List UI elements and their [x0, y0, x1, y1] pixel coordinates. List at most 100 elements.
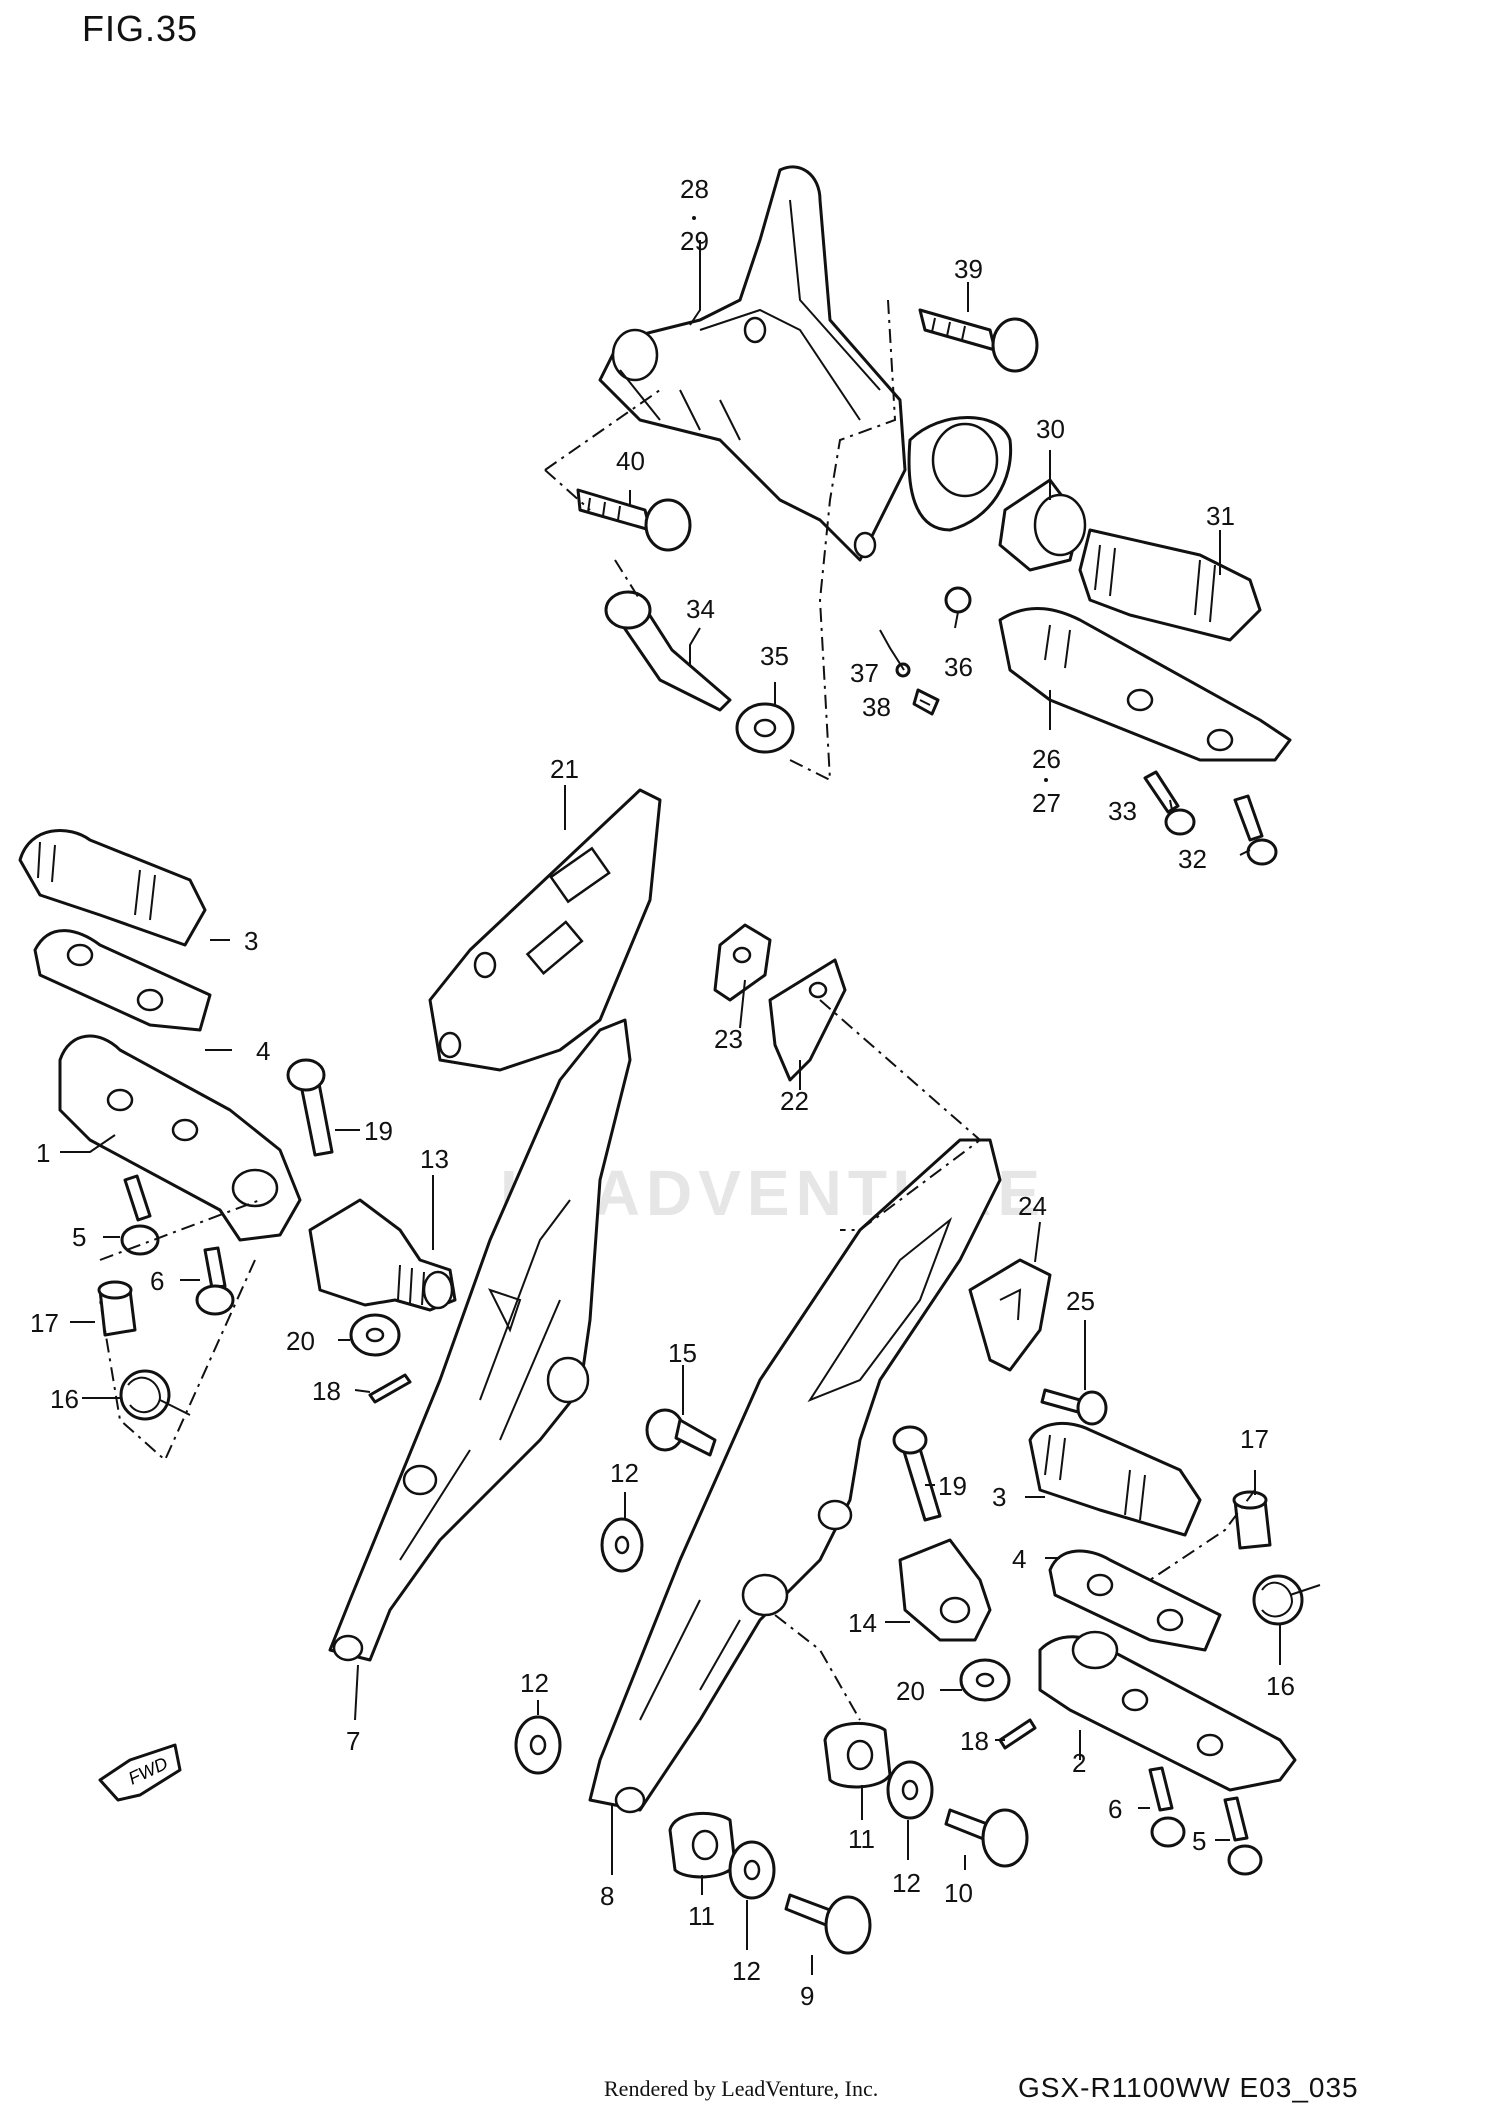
bolt-10	[944, 1808, 1029, 1868]
callout-32: 32	[1178, 844, 1207, 874]
bolt-15	[645, 1408, 717, 1457]
callout-16-right: 16	[1266, 1671, 1295, 1701]
callout-30: 30	[1036, 414, 1065, 444]
callout-40: 40	[616, 446, 645, 476]
callout-35: 35	[760, 641, 789, 671]
callout-39: 39	[954, 254, 983, 284]
callout-4-right: 4	[1012, 1544, 1026, 1574]
callout-13: 13	[420, 1144, 449, 1174]
callout-12-d: 12	[732, 1956, 761, 1986]
plate-23	[713, 923, 772, 1002]
callout-11-a: 11	[848, 1824, 875, 1854]
collar-17-right	[1232, 1490, 1272, 1550]
callout-12-c: 12	[892, 1868, 921, 1898]
callout-18-left: 18	[312, 1376, 341, 1406]
footpeg-rubber-3-right	[1028, 1421, 1202, 1537]
bracket-8	[588, 1138, 1002, 1814]
footrest-bushing-hub	[907, 416, 1013, 532]
callout-22: 22	[780, 1086, 809, 1116]
washer-20-left	[349, 1313, 401, 1357]
bolt-9	[784, 1893, 872, 1955]
callout-34: 34	[686, 594, 715, 624]
callout-4-left: 4	[256, 1036, 270, 1066]
washer-35	[735, 702, 795, 754]
callout-6-right: 6	[1108, 1794, 1122, 1824]
washer-12-right-upper	[886, 1760, 934, 1820]
callout-36: 36	[944, 652, 973, 682]
footpeg-1	[58, 1034, 302, 1242]
callout-5-right: 5	[1192, 1826, 1206, 1856]
callout-3-right: 3	[992, 1482, 1006, 1512]
washer-20-right	[959, 1658, 1011, 1702]
heel-guard-21	[428, 788, 662, 1072]
assembly-line-right-3	[1149, 1489, 1256, 1581]
assembly-line-upper-1	[544, 389, 661, 601]
cotter-pin-18-right	[998, 1718, 1037, 1750]
callout-20-right: 20	[896, 1676, 925, 1706]
callout-2: 2	[1072, 1748, 1086, 1778]
callout-14: 14	[848, 1608, 877, 1638]
rear-bracket-28-29	[598, 165, 907, 562]
footpeg-rubber-31	[1078, 528, 1262, 642]
callout-23: 23	[714, 1024, 743, 1054]
footpeg-2	[1038, 1630, 1297, 1792]
callout-12-b: 12	[520, 1668, 549, 1698]
callout-1: 1	[36, 1138, 50, 1168]
callout-28: 28	[680, 174, 709, 204]
callout-17-left: 17	[30, 1308, 59, 1338]
assembly-line-upper-2	[789, 299, 897, 782]
pivot-14	[898, 1538, 992, 1642]
callout-18-right: 18	[960, 1726, 989, 1756]
bolts-5-6-left	[120, 1174, 235, 1316]
bracket-7	[328, 1018, 632, 1662]
washer-12-right-lower	[728, 1840, 776, 1900]
bolts-5-6-right	[1148, 1766, 1263, 1876]
heel-plate-24	[968, 1258, 1052, 1372]
washer-12-upper	[600, 1517, 644, 1573]
callout-20-left: 20	[286, 1326, 315, 1356]
callout-33: 33	[1108, 796, 1137, 826]
collar-17-left	[97, 1280, 137, 1337]
callout-24: 24	[1018, 1191, 1047, 1221]
callout-16-left: 16	[50, 1384, 79, 1414]
plate-22	[768, 958, 847, 1082]
bolt-40	[576, 488, 692, 552]
pin-34	[604, 590, 732, 712]
leader-lines	[60, 240, 1281, 1975]
pin-19-left	[286, 1058, 334, 1157]
callout-10: 10	[944, 1878, 973, 1908]
callout-19-right: 19	[938, 1471, 967, 1501]
small-parts-36-37-38	[895, 586, 972, 716]
callout-7: 7	[346, 1726, 360, 1756]
spring-16-left	[119, 1369, 191, 1421]
callout-labels: 28 29 39 30 31 40 34 35 37 36 38 26 27 3…	[30, 174, 1295, 2011]
callout-15: 15	[668, 1338, 697, 1368]
collar-11-lower	[668, 1811, 737, 1879]
rendered-by-credit: Rendered by LeadVenture, Inc.	[604, 2076, 879, 2101]
pin-19-right	[892, 1425, 942, 1522]
callout-37: 37	[850, 658, 879, 688]
washer-12-left-lower	[514, 1715, 562, 1775]
plate-4-left	[33, 929, 212, 1032]
callout-5-left: 5	[72, 1222, 86, 1252]
callout-17-right: 17	[1240, 1424, 1269, 1454]
callout-6-left: 6	[150, 1266, 164, 1296]
figure-title: FIG.35	[82, 8, 199, 49]
collar-11-upper	[823, 1721, 892, 1789]
callout-38: 38	[862, 692, 891, 722]
bolt-39	[918, 308, 1039, 373]
bolts-32-33	[1143, 770, 1278, 866]
callout-31: 31	[1206, 501, 1235, 531]
bushing-30	[998, 478, 1087, 572]
callout-21: 21	[550, 754, 579, 784]
callout-19-left: 19	[364, 1116, 393, 1146]
bolt-25	[1040, 1388, 1108, 1426]
pivot-13	[308, 1198, 457, 1312]
plate-4-right	[1048, 1549, 1222, 1652]
assembly-line-left-1	[99, 1199, 261, 1462]
callout-27: 27	[1032, 788, 1061, 818]
callout-9: 9	[800, 1981, 814, 2011]
callout-29: 29	[680, 226, 709, 256]
